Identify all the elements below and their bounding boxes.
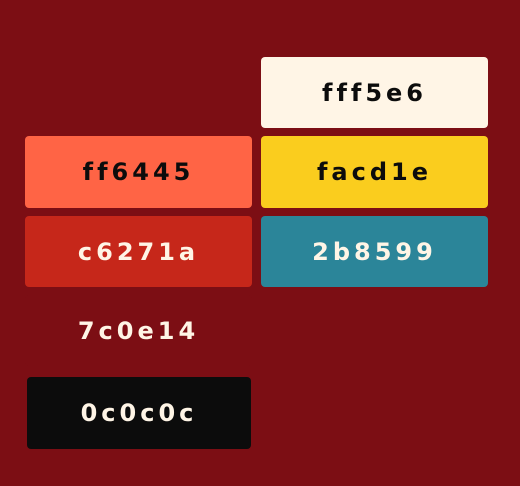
swatch-label: ff6445: [82, 158, 195, 186]
swatch-fff5e6: fff5e6: [261, 57, 488, 128]
swatch-label: c6271a: [77, 237, 200, 266]
swatch-7c0e14: 7c0e14: [25, 295, 252, 366]
swatch-label: facd1e: [316, 158, 433, 186]
swatch-facd1e: facd1e: [261, 136, 488, 208]
swatch-c6271a: c6271a: [25, 216, 252, 287]
swatch-label: 2b8599: [312, 237, 437, 266]
swatch-label: fff5e6: [322, 78, 427, 107]
swatch-label: 0c0c0c: [80, 399, 198, 427]
swatch-label: 7c0e14: [77, 316, 200, 345]
swatch-ff6445: ff6445: [25, 136, 252, 208]
swatch-0c0c0c: 0c0c0c: [27, 377, 251, 449]
swatch-2b8599: 2b8599: [261, 216, 488, 287]
